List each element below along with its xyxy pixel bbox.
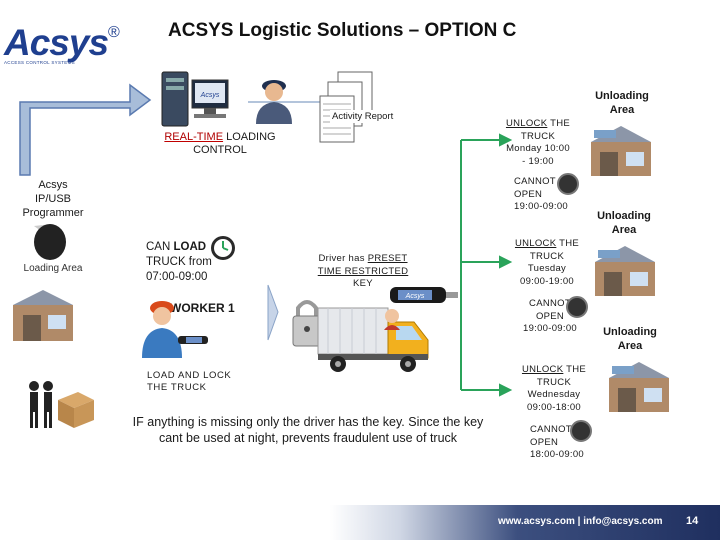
open-word-2: OPEN bbox=[535, 310, 565, 322]
activity-report-label: Activity Report bbox=[330, 110, 396, 123]
the-word-3: THE bbox=[563, 364, 587, 375]
cannot-open-2: CANNOT OPEN 19:00-09:00 bbox=[514, 298, 586, 336]
unloading-warehouse-2-icon bbox=[595, 246, 655, 296]
programmer-to-server-arrow bbox=[19, 83, 152, 176]
can-load-text: CAN LOAD TRUCK from 07:00-09:00 bbox=[146, 240, 212, 285]
truck-word-3: TRUCK bbox=[536, 376, 572, 388]
missing-items-note: IF anything is missing only the driver h… bbox=[132, 415, 484, 445]
load-and-lock-text: LOAD AND LOCK THE TRUCK bbox=[147, 370, 231, 394]
driver-has: Driver has bbox=[318, 253, 368, 264]
unloading-area-3-label: Unloading Area bbox=[603, 326, 657, 352]
unlock-day-2: Tuesday bbox=[527, 263, 567, 274]
clock-icon bbox=[211, 236, 235, 260]
screen-logo: Acsys bbox=[200, 92, 220, 99]
unloading-area-1-label: Unloading Area bbox=[595, 90, 649, 116]
server-computer-icon: Acsys bbox=[161, 71, 229, 127]
diagram-connectors bbox=[19, 83, 513, 397]
unlock-hours-1: - 19:00 bbox=[522, 155, 554, 167]
can-load-line-3: 07:00-09:00 bbox=[146, 271, 208, 283]
unlock-schedule-3: UNLOCK THE TRUCK Wednesday 09:00-18:00 bbox=[514, 364, 594, 414]
loading-area-sign-text: Loading Area bbox=[24, 263, 83, 274]
footer: www.acsys.com | info@acsys.com 14 bbox=[0, 505, 720, 540]
unlock-schedule-2: UNLOCK THE TRUCK Tuesday 09:00-19:00 bbox=[508, 238, 586, 288]
loading-warehouse-icon bbox=[13, 290, 73, 341]
unloading-warehouse-3-icon bbox=[609, 362, 669, 412]
loading-area-sign-icon: Loading Area bbox=[20, 224, 86, 274]
page-title: ACSYS Logistic Solutions – OPTION C bbox=[168, 20, 517, 41]
padlock-icon bbox=[292, 300, 322, 347]
key-word: KEY bbox=[353, 278, 373, 289]
realtime-loading-control-label: REAL-TIME LOADING CONTROL bbox=[140, 131, 300, 157]
worker-label: WORKER 1 bbox=[170, 301, 235, 315]
truck-icon bbox=[317, 307, 429, 372]
can-word: CAN bbox=[146, 241, 174, 253]
unlock-schedule-1: UNLOCK THE TRUCK Monday 10:00 - 19:00 bbox=[500, 118, 576, 168]
open-word-3: OPEN bbox=[530, 436, 559, 448]
the-word-2: THE bbox=[556, 238, 580, 249]
loading-word: LOADING bbox=[223, 131, 276, 143]
unlock-hours-2: 09:00-19:00 bbox=[519, 275, 574, 287]
locked-indicator-2-icon bbox=[566, 296, 588, 318]
driver-key-text: Driver has PRESET TIME RESTRICTED KEY bbox=[306, 253, 420, 291]
flow-arrow bbox=[267, 284, 279, 341]
truck-word-2: TRUCK bbox=[529, 250, 565, 262]
unlock-hours-3: 09:00-18:00 bbox=[526, 401, 581, 413]
can-load-line-2: TRUCK from bbox=[146, 256, 212, 268]
unlock-day-1: Monday 10:00 bbox=[506, 143, 570, 154]
unlock-word-1: UNLOCK bbox=[505, 118, 548, 129]
cannot-word-1: CANNOT bbox=[514, 176, 556, 187]
load-lock-line-1: LOAD AND LOCK bbox=[147, 370, 232, 381]
cannot-open-1: CANNOT OPEN 19:00-09:00 bbox=[508, 176, 568, 214]
the-word-1: THE bbox=[547, 118, 571, 129]
worker-with-key-icon bbox=[142, 301, 208, 358]
footer-bar bbox=[330, 505, 720, 540]
time-restricted-word: TIME RESTRICTED bbox=[317, 265, 409, 277]
programmer-line-1: Acsys bbox=[38, 179, 68, 191]
unlock-day-3: Wednesday bbox=[527, 389, 581, 400]
supervisor-person-icon bbox=[256, 80, 292, 124]
logo-word: Acsys bbox=[4, 22, 109, 63]
cannot-open-3: CANNOT OPEN 18:00-09:00 bbox=[522, 424, 594, 462]
load-lock-line-2: THE TRUCK bbox=[147, 382, 207, 393]
unlock-word-3: UNLOCK bbox=[521, 364, 564, 375]
acsys-logo: Acsys ® ACCESS CONTROL SYSTEMS bbox=[4, 20, 134, 70]
unlock-word-2: UNLOCK bbox=[514, 238, 557, 249]
cannot-word-2: CANNOT bbox=[529, 298, 571, 309]
programmer-label: Acsys IP/USB Programmer bbox=[10, 178, 96, 220]
unloading-warehouse-1-icon bbox=[591, 126, 651, 176]
cannot-hours-1: 19:00-09:00 bbox=[514, 201, 569, 212]
footer-contact: www.acsys.com | info@acsys.com bbox=[498, 516, 663, 527]
locked-indicator-3-icon bbox=[570, 420, 592, 442]
cannot-hours-3: 18:00-09:00 bbox=[530, 449, 585, 460]
key-logo-text: Acsys bbox=[405, 293, 425, 300]
logo-tagline: ACCESS CONTROL SYSTEMS bbox=[4, 60, 75, 65]
workers-with-box-icon bbox=[29, 381, 94, 428]
control-word: CONTROL bbox=[193, 144, 247, 156]
programmer-line-3: Programmer bbox=[22, 207, 84, 219]
electronic-key-icon: Acsys bbox=[390, 287, 458, 303]
page-number: 14 bbox=[686, 515, 699, 527]
load-word: LOAD bbox=[173, 241, 207, 253]
realtime-word: REAL-TIME bbox=[164, 131, 224, 143]
open-word-1: OPEN bbox=[514, 188, 543, 200]
truck-word-1: TRUCK bbox=[520, 130, 556, 142]
logo-registered-mark: ® bbox=[108, 24, 120, 41]
preset-word: PRESET bbox=[367, 253, 408, 264]
unloading-area-2-label: Unloading Area bbox=[597, 210, 651, 236]
cannot-hours-2: 19:00-09:00 bbox=[522, 323, 577, 334]
distribution-arrows bbox=[460, 133, 513, 397]
locked-indicator-1-icon bbox=[557, 173, 579, 195]
programmer-line-2: IP/USB bbox=[34, 193, 72, 205]
cannot-word-3: CANNOT bbox=[530, 424, 572, 435]
